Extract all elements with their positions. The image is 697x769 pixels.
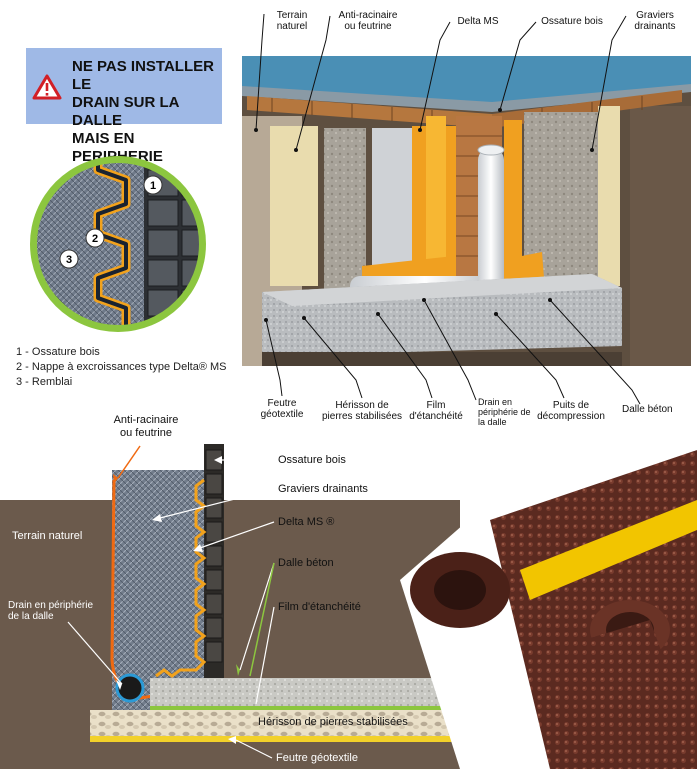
label-b-drain-line-2: de la dalle: [8, 611, 54, 622]
label-puits-line-2: décompression: [537, 411, 605, 422]
label-b-ossature-bois: Ossature bois: [278, 454, 346, 466]
label-b-anti-racinaire: Anti-racinaire ou feutrine: [106, 414, 186, 440]
label-herisson: Hérisson de pierres stabilisées: [316, 400, 408, 422]
delta-ms-rolls-photo: [400, 450, 697, 769]
warning-line-2: DRAIN SUR LA DALLE: [72, 94, 179, 129]
label-drain-line-1: Drain en: [478, 397, 513, 407]
legend-item-3: 3 - Remblai: [16, 376, 73, 388]
label-film-line-2: d'étanchéité: [409, 411, 463, 422]
label-terrain-line-2: naturel: [276, 21, 308, 32]
label-herisson-line-2: pierres stabilisées: [321, 411, 403, 422]
cross-section-diagram: [0, 444, 460, 769]
warning-triangle-icon: [32, 74, 62, 100]
label-b-film-etancheite: Film d'étanchéité: [278, 601, 361, 613]
detail-legend: 1 - Ossature bois 2 - Nappe à excroissan…: [16, 345, 226, 390]
warning-box: NE PAS INSTALLER LE DRAIN SUR LA DALLE M…: [26, 48, 222, 165]
marker-3: 3: [66, 254, 72, 266]
legend-item-2: 2 - Nappe à excroissances type Delta® MS: [16, 361, 227, 373]
label-drain-line-2: périphérie de: [478, 407, 531, 417]
label-b-herisson: Hérisson de pierres stabilisées: [258, 716, 408, 728]
label-feutre-line-1: Feutre: [267, 398, 297, 409]
label-terrain-naturel: Terrain naturel: [262, 10, 322, 32]
label-drain-peripherie: Drain en périphérie de la dalle: [478, 397, 538, 427]
marker-2: 2: [92, 233, 98, 245]
label-b-drain-line-1: Drain en périphérie: [8, 600, 94, 611]
detail-circle: 1 2 3: [30, 156, 206, 332]
label-herisson-line-1: Hérisson de: [335, 400, 389, 411]
marker-1: 1: [150, 180, 156, 192]
warning-line-1: NE PAS INSTALLER LE: [72, 58, 214, 93]
label-anti-line-2: ou feutrine: [344, 21, 392, 32]
label-b-feutre-geotextile: Feutre géotextile: [276, 752, 358, 764]
label-terrain-line-1: Terrain: [276, 10, 308, 21]
label-graviers-line-1: Graviers: [636, 10, 674, 21]
label-b-terrain-naturel: Terrain naturel: [12, 530, 83, 542]
label-feutre-geotextile: Feutre géotextile: [254, 398, 310, 420]
legend-item-1: 1 - Ossature bois: [16, 346, 100, 358]
label-film-etancheite: Film d'étanchéité: [406, 400, 466, 422]
label-film-line-1: Film: [426, 400, 446, 411]
cutaway-illustration: [242, 56, 691, 366]
label-b-anti-line-1: Anti-racinaire: [113, 414, 179, 426]
label-ossature-bois: Ossature bois: [541, 16, 603, 27]
label-puits-decompression: Puits de décompression: [528, 400, 614, 422]
label-dalle-beton: Dalle béton: [622, 404, 673, 415]
label-drain-line-3: la dalle: [478, 417, 507, 427]
label-feutre-line-2: géotextile: [260, 409, 304, 420]
warning-text: NE PAS INSTALLER LE DRAIN SUR LA DALLE M…: [72, 58, 220, 166]
label-anti-line-1: Anti-racinaire: [338, 10, 398, 21]
label-delta-ms: Delta MS: [457, 16, 499, 27]
label-b-anti-line-2: ou feutrine: [120, 427, 172, 439]
label-anti-racinaire: Anti-racinaire ou feutrine: [328, 10, 408, 32]
label-b-drain-peripherie: Drain en périphérie de la dalle: [8, 600, 93, 622]
label-b-dalle-beton: Dalle béton: [278, 557, 334, 569]
label-b-delta-ms: Delta MS ®: [278, 516, 335, 528]
label-graviers-line-2: drainants: [634, 21, 676, 32]
label-puits-line-1: Puits de: [552, 400, 590, 411]
label-b-graviers-drainants: Graviers drainants: [278, 483, 368, 495]
label-graviers-drainants: Graviers drainants: [622, 10, 688, 32]
